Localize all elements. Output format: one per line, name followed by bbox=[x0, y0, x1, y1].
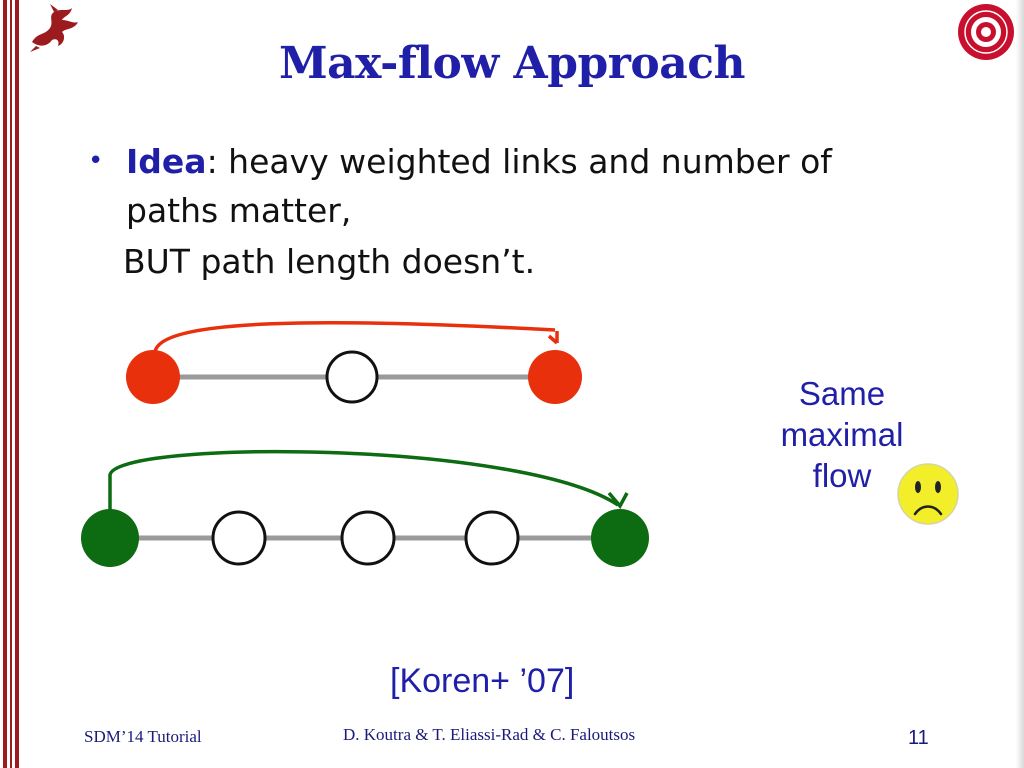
slide-title: Max-flow Approach bbox=[278, 38, 746, 89]
short-flow-arrow bbox=[153, 320, 556, 353]
intermediate-node bbox=[464, 510, 520, 566]
short-path-graph bbox=[126, 320, 582, 404]
university-seal-icon bbox=[958, 4, 1014, 60]
intermediate-node bbox=[325, 350, 379, 404]
source-node bbox=[126, 350, 180, 404]
long-flow-arrow bbox=[108, 449, 619, 512]
same-maximal-flow-note: Same maximal flow bbox=[762, 373, 922, 496]
rail-stripe bbox=[3, 0, 7, 768]
footer-authors: D. Koutra & T. Eliassi-Rad & C. Faloutso… bbox=[343, 725, 636, 744]
bullet-text: Idea: heavy weighted links and number of… bbox=[126, 137, 896, 235]
note-line: flow bbox=[812, 457, 872, 494]
bullet-body: : heavy weighted links and number of pat… bbox=[126, 142, 832, 230]
long-path-graph bbox=[81, 449, 649, 567]
intermediate-node bbox=[340, 510, 396, 566]
left-decorative-rails bbox=[0, 0, 22, 768]
intermediate-node bbox=[211, 510, 267, 566]
long-flow-arrowhead bbox=[607, 491, 629, 510]
dragon-icon bbox=[30, 4, 78, 52]
citation: [Koren+ ’07] bbox=[390, 662, 575, 700]
rail-stripe bbox=[10, 0, 12, 768]
sink-node bbox=[528, 350, 582, 404]
source-node bbox=[81, 509, 139, 567]
short-flow-arrowhead bbox=[547, 331, 559, 345]
bullet-continuation: BUT path length doesn’t. bbox=[123, 242, 536, 281]
rail-stripe bbox=[15, 0, 19, 768]
sad-face-icon bbox=[897, 463, 959, 525]
page-number: 11 bbox=[908, 727, 929, 749]
sink-node bbox=[591, 509, 649, 567]
right-edge-shadow bbox=[1016, 0, 1024, 768]
bullet-marker: • bbox=[88, 146, 104, 176]
footer-tutorial-name: SDM’14 Tutorial bbox=[84, 727, 202, 746]
note-line: Same bbox=[798, 375, 886, 412]
note-line: maximal bbox=[780, 416, 904, 453]
bullet-label: Idea bbox=[126, 142, 207, 181]
